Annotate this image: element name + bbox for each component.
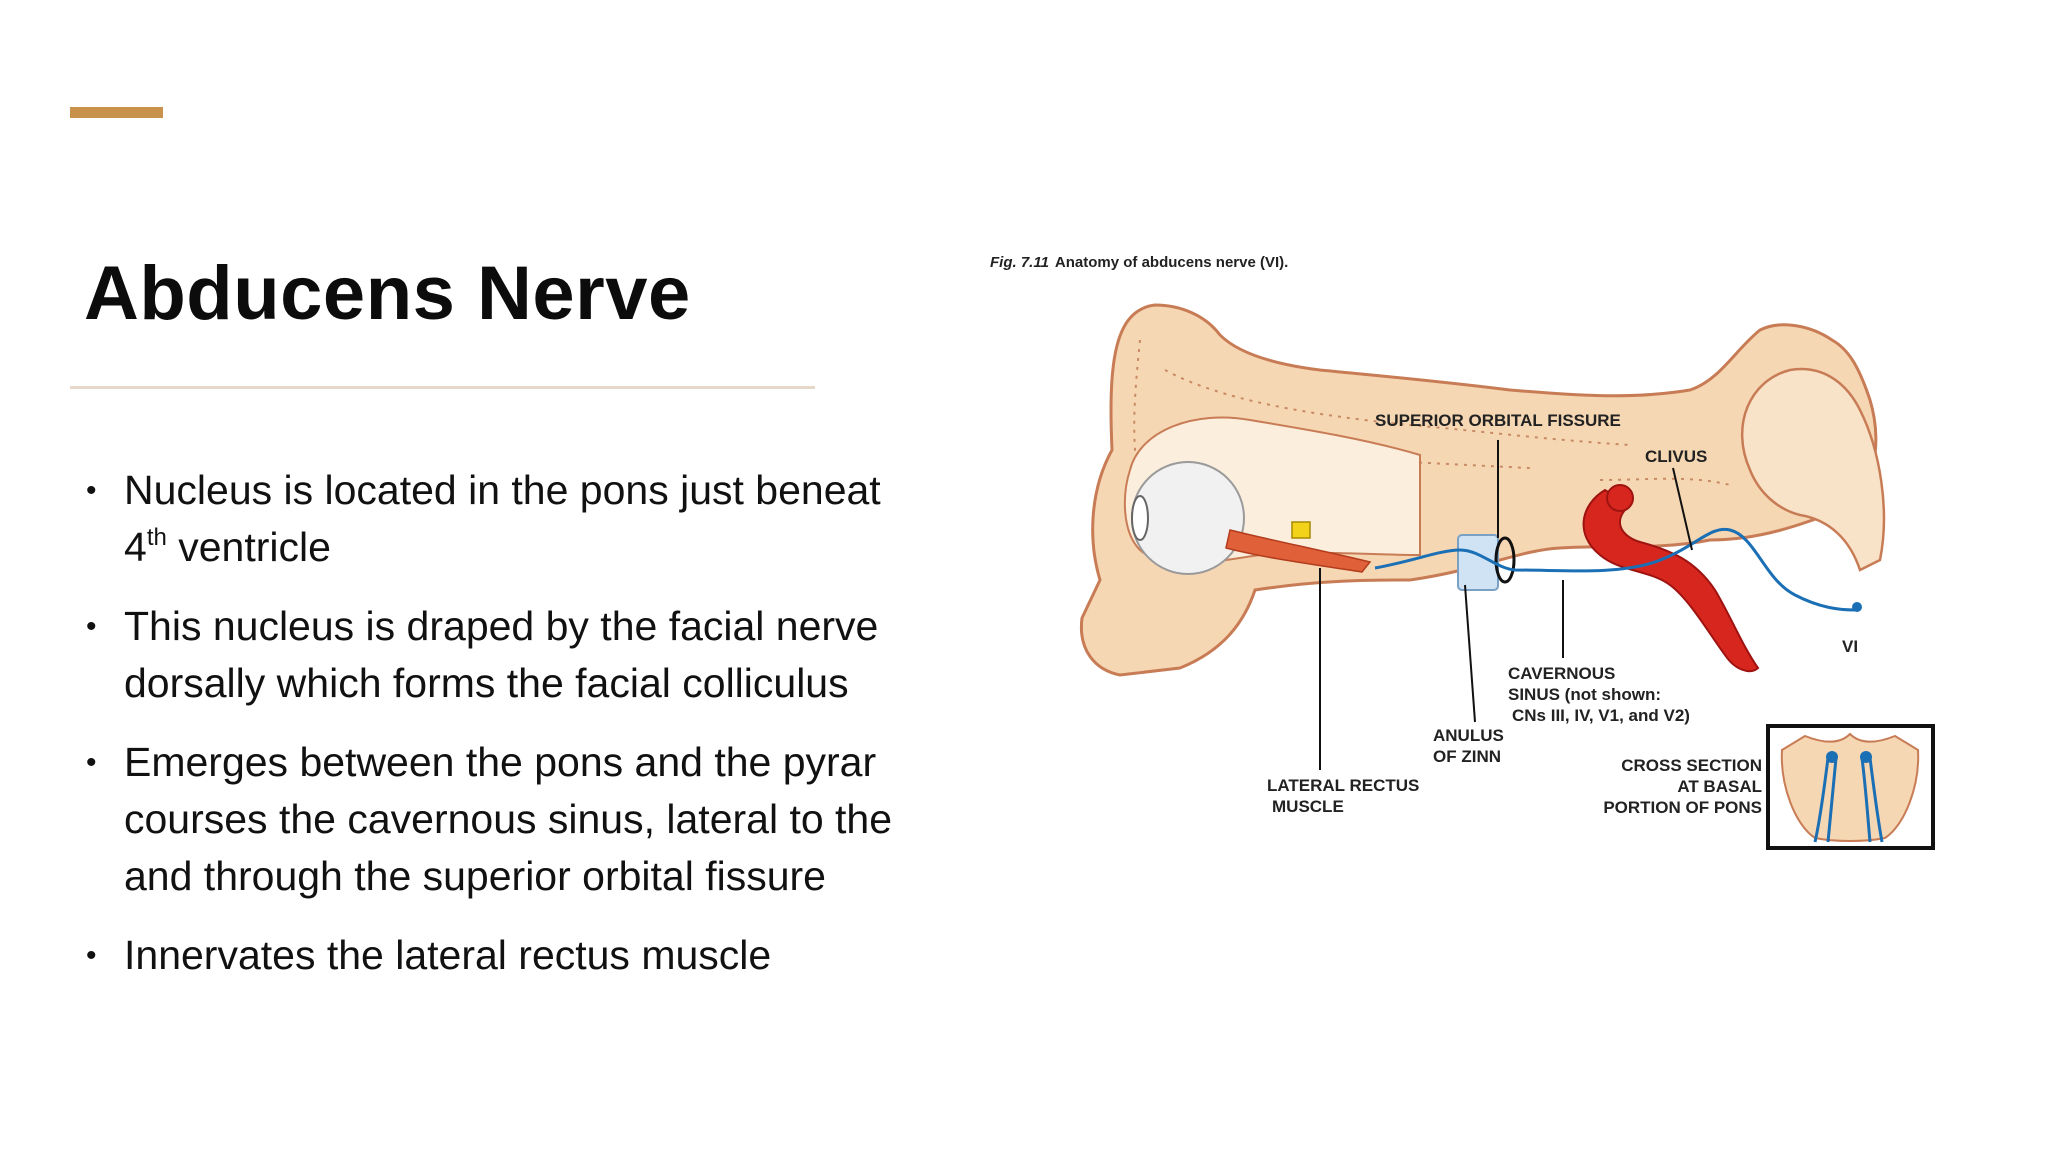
occipital-bone-shape [1740, 367, 1886, 572]
label-line: OF ZINN [1433, 747, 1501, 766]
figure-number: Fig. 7.11 [990, 254, 1049, 271]
bullet-region: • Nucleus is located in the pons just be… [80, 462, 916, 1002]
abducens-nerve [1374, 527, 1856, 612]
bullet-item: • Emerges between the pons and the pyrar… [80, 734, 916, 905]
bullet-item: • Innervates the lateral rectus muscle [80, 927, 916, 984]
label-cavernous-sinus: CAVERNOUS SINUS (not shown: CNs III, IV,… [1508, 663, 1690, 726]
bullet-line: Innervates the lateral rectus muscle [124, 932, 772, 978]
leader-line [1464, 584, 1476, 723]
iris [1131, 495, 1149, 541]
superscript: th [146, 524, 167, 551]
title-divider [70, 386, 815, 389]
cross-section-nucleus [1826, 751, 1838, 763]
label-line: PORTION OF PONS [1603, 798, 1762, 817]
superior-orbital-fissure-ring [1494, 536, 1516, 584]
bullet-line: 4th ventricle [124, 519, 916, 576]
cross-section-nucleus [1860, 751, 1872, 763]
bullet-dot-icon: • [86, 474, 97, 507]
bullet-line-text: 4 [124, 524, 147, 570]
label-lateral-rectus-muscle: LATERAL RECTUS MUSCLE [1267, 775, 1419, 817]
label-line: CAVERNOUS [1508, 664, 1616, 683]
anatomy-figure: Fig. 7.11 Anatomy of abducens nerve (VI). [990, 250, 1940, 860]
bullet-line: Emerges between the pons and the pyrar [124, 739, 877, 785]
bullet-line: dorsally which forms the facial collicul… [124, 660, 849, 706]
label-vi: VI [1842, 637, 1859, 656]
bullet-item: • Nucleus is located in the pons just be… [80, 462, 916, 576]
abducens-anatomy-illustration [1079, 303, 1935, 850]
bullet-line: Nucleus is located in the pons just bene… [124, 467, 881, 513]
bullet-dot-icon: • [86, 610, 97, 643]
lateral-rectus-muscle-shape [1225, 529, 1372, 573]
bullet-list: • Nucleus is located in the pons just be… [80, 462, 916, 984]
label-line: CROSS SECTION [1621, 756, 1762, 775]
bullet-line: This nucleus is draped by the facial ner… [124, 603, 879, 649]
accent-bar [70, 107, 163, 118]
carotid-artery [1582, 488, 1760, 673]
slide-title: Abducens Nerve [84, 251, 691, 336]
label-clivus: CLIVUS [1645, 447, 1708, 466]
bullet-item: • This nucleus is draped by the facial n… [80, 598, 916, 712]
cross-section-nerves [1813, 757, 1884, 843]
label-line: CNs III, IV, V1, and V2) [1512, 706, 1690, 725]
label-line: ANULUS [1433, 726, 1504, 745]
yellow-marker [1291, 521, 1311, 539]
label-line: SINUS (not shown: [1508, 685, 1661, 704]
label-cross-section: CROSS SECTION AT BASAL PORTION OF PONS [1590, 755, 1762, 818]
label-line: LATERAL RECTUS [1267, 776, 1420, 795]
artery-cut-end [1606, 484, 1634, 512]
label-line: MUSCLE [1272, 797, 1344, 816]
bullet-line-text: ventricle [166, 524, 331, 570]
nerve-origin-dot [1852, 602, 1862, 612]
label-anulus-of-zinn: ANULUS OF ZINN [1433, 725, 1504, 767]
skull-bone-shape [1079, 303, 1878, 677]
leader-line [1672, 467, 1693, 551]
bone-texture [1133, 339, 1731, 486]
bullet-dot-icon: • [86, 746, 97, 779]
bullet-dot-icon: • [86, 939, 97, 972]
pons-cross-section [1780, 732, 1920, 842]
anulus-of-zinn-shape [1457, 534, 1499, 591]
label-superior-orbital-fissure: SUPERIOR ORBITAL FISSURE [1375, 411, 1621, 430]
bullet-line: courses the cavernous sinus, lateral to … [124, 796, 893, 842]
figure-caption-text: Anatomy of abducens nerve (VI). [1054, 254, 1289, 271]
figure-caption: Fig. 7.11 Anatomy of abducens nerve (VI). [990, 254, 1288, 271]
bullet-line: and through the superior orbital fissure [124, 853, 826, 899]
label-line: AT BASAL [1677, 777, 1762, 796]
